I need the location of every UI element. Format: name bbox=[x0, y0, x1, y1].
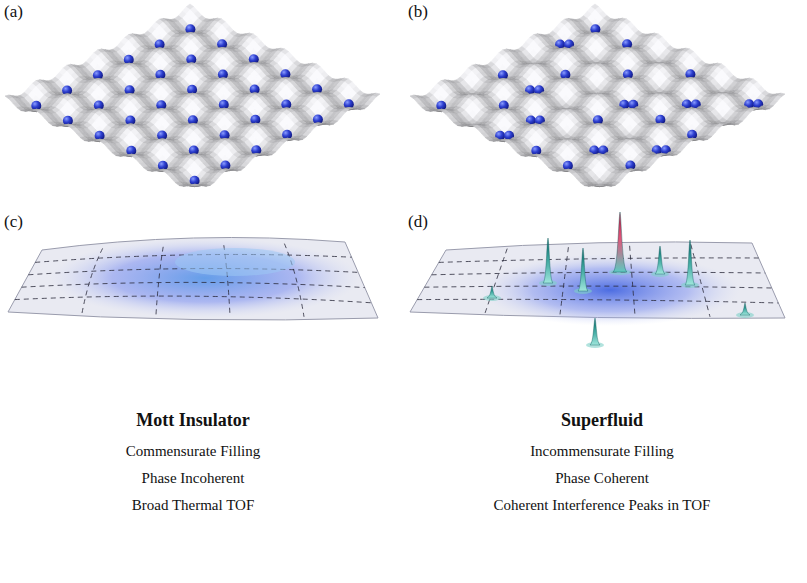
optical-lattice bbox=[5, 4, 380, 187]
